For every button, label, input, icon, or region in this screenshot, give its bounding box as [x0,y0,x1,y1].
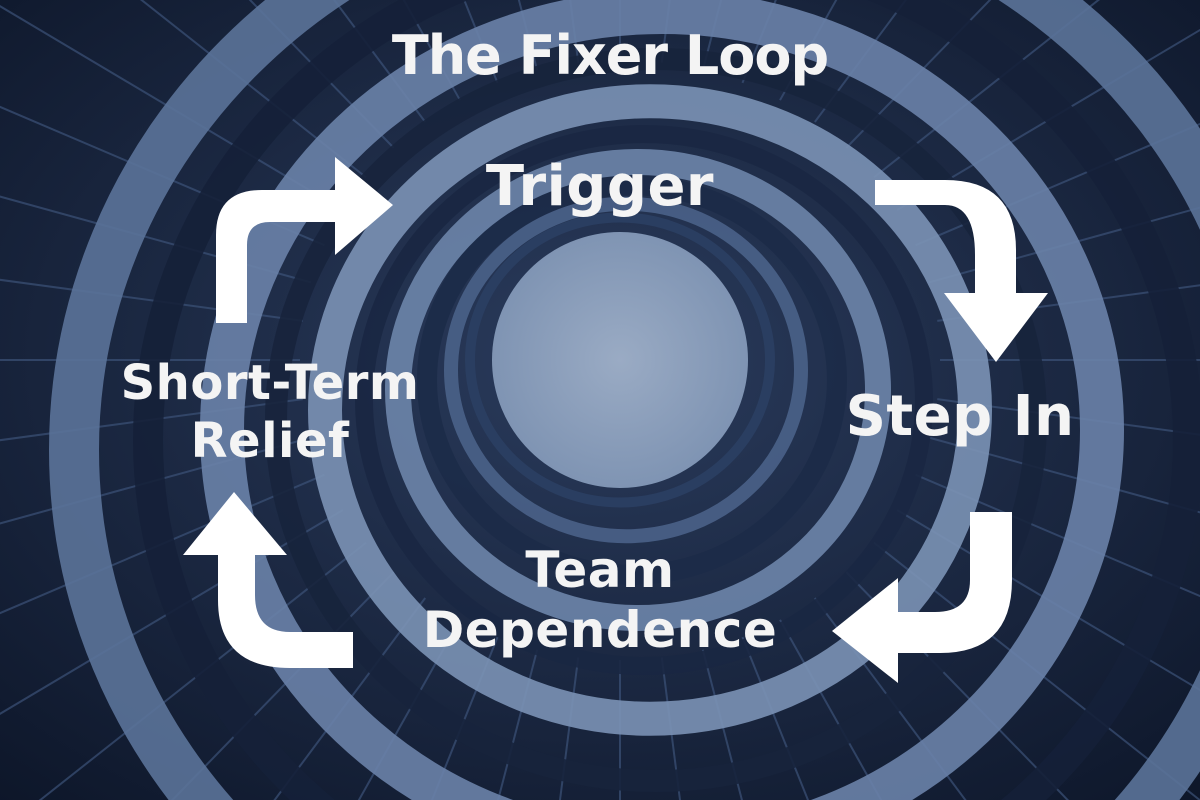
background-ray [430,636,499,800]
background-ray [845,571,1070,800]
background-ray [937,284,1200,322]
background-ring [265,48,1047,792]
background-ray [845,0,992,149]
background-ring [355,125,933,675]
curved-arrow-down-left-icon [832,512,1012,683]
curved-arrow-down-right-icon [875,180,1048,362]
background-ray [779,619,883,800]
background-ray [814,0,907,123]
stage-trigger: Trigger [485,154,715,219]
stage-step-in: Step In [845,384,1075,449]
background-ray [0,436,312,525]
background-ray [273,597,426,800]
stage-team-dependence: Team Dependence [380,540,820,660]
diagram-title: The Fixer Loop [391,24,829,87]
background-ray [357,619,461,800]
stage-short-term-relief-line-2: Relief [190,412,350,469]
background-ray [701,649,743,800]
background-ring [417,175,847,585]
background-ray [0,398,303,442]
background-ring [49,0,1200,800]
stage-team-dependence-line-2: Dependence [422,601,778,659]
background-ring [444,196,808,544]
background-ray [741,636,810,800]
background-ring [385,149,891,631]
background-ray [0,278,303,322]
stage-team-dependence-line-1: Team [525,541,675,599]
background-ring [465,212,775,508]
background-ray [814,597,967,800]
stage-short-term-relief: Short-Term Relief [70,355,470,470]
curved-arrow-up-left-icon [183,492,353,668]
background-ring [200,0,1124,800]
background-ring [133,0,1200,800]
stage-short-term-relief-line-1: Short-Term [120,355,420,411]
curved-arrow-up-right-icon [216,157,393,323]
background-ray [937,398,1200,436]
background-ring [308,84,992,736]
